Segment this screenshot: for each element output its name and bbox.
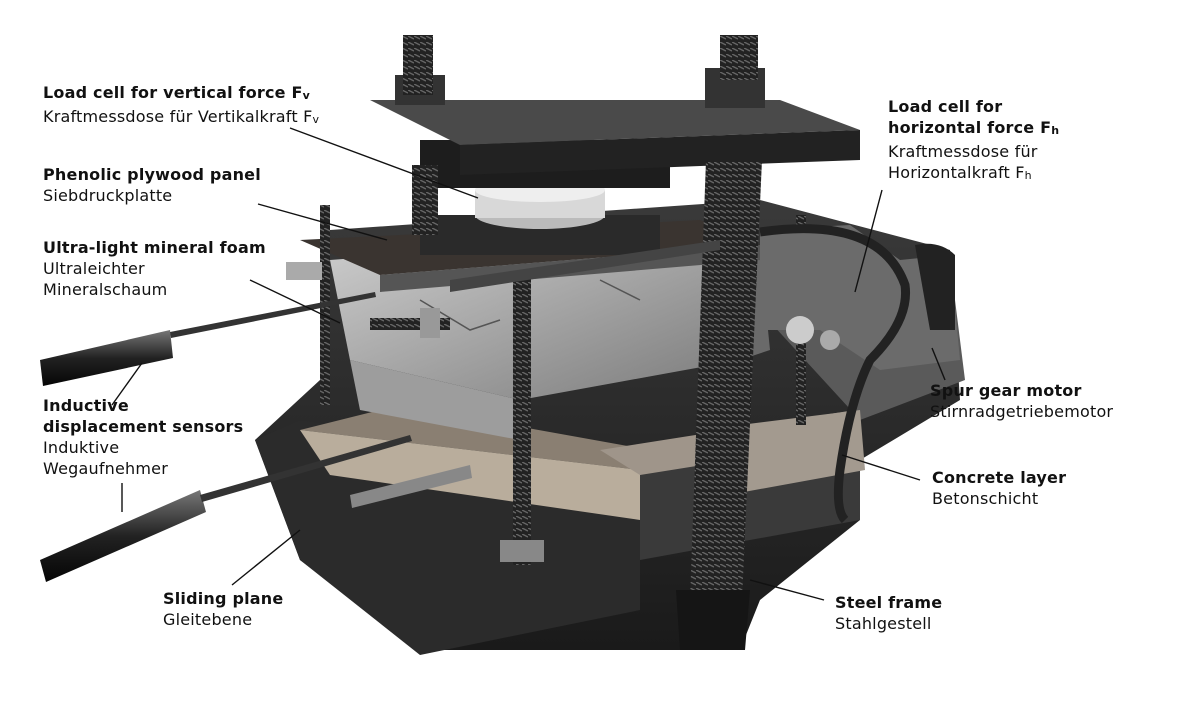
label-displacement-sensors: Inductive displacement sensors Induktive… bbox=[43, 395, 243, 479]
label-phenolic-panel: Phenolic plywood panel Siebdruckplatte bbox=[43, 164, 261, 206]
label-displacement-sensors-de-line2: Wegaufnehmer bbox=[43, 459, 168, 478]
label-phenolic-panel-de: Siebdruckplatte bbox=[43, 186, 173, 205]
label-spur-gear-motor-de: Stirnradgetriebemotor bbox=[930, 402, 1114, 421]
leader-line-steel-frame bbox=[749, 579, 825, 601]
subscript-h-en: h bbox=[1051, 124, 1060, 137]
label-mineral-foam: Ultra-light mineral foam Ultraleichter M… bbox=[43, 237, 266, 300]
label-spur-gear-motor-en: Spur gear motor bbox=[930, 381, 1082, 400]
leader-line-phenolic-panel bbox=[257, 203, 388, 241]
label-displacement-sensors-en-line1: Inductive bbox=[43, 396, 129, 415]
leader-line-concrete-layer bbox=[841, 454, 921, 481]
label-load-cell-horizontal-de-line2: Horizontalkraft F bbox=[888, 163, 1025, 182]
label-load-cell-horizontal-en-line1: Load cell for bbox=[888, 97, 1003, 116]
label-phenolic-panel-en: Phenolic plywood panel bbox=[43, 165, 261, 184]
label-displacement-sensors-en-line2: displacement sensors bbox=[43, 417, 244, 436]
label-steel-frame-en: Steel frame bbox=[835, 593, 943, 612]
label-concrete-layer-de: Betonschicht bbox=[932, 489, 1039, 508]
label-mineral-foam-de-line1: Ultraleichter bbox=[43, 259, 145, 278]
leader-line-load-cell-horizontal bbox=[854, 189, 883, 293]
motor-shape bbox=[759, 224, 960, 524]
label-concrete-layer-en: Concrete layer bbox=[932, 468, 1067, 487]
leader-line-spur-gear-motor bbox=[931, 347, 946, 381]
leader-line-load-cell-vertical bbox=[289, 127, 479, 199]
label-sliding-plane-en: Sliding plane bbox=[163, 589, 284, 608]
label-steel-frame-de: Stahlgestell bbox=[835, 614, 932, 633]
leader-line-sliding-plane bbox=[231, 529, 301, 586]
label-load-cell-vertical-en: Load cell for vertical force F bbox=[43, 83, 303, 102]
label-concrete-layer: Concrete layer Betonschicht bbox=[932, 467, 1066, 509]
subscript-v-en: v bbox=[302, 89, 310, 102]
label-sliding-plane-de: Gleitebene bbox=[163, 610, 253, 629]
label-steel-frame: Steel frame Stahlgestell bbox=[835, 592, 942, 634]
leader-line-mineral-foam bbox=[249, 279, 341, 324]
label-spur-gear-motor: Spur gear motor Stirnradgetriebemotor bbox=[930, 380, 1113, 422]
label-displacement-sensors-de-line1: Induktive bbox=[43, 438, 120, 457]
leader-line-displacement-sensors-upper bbox=[111, 362, 143, 406]
label-load-cell-vertical: Load cell for vertical force Fv Kraftmes… bbox=[43, 82, 319, 130]
label-mineral-foam-de-line2: Mineralschaum bbox=[43, 280, 168, 299]
label-load-cell-horizontal: Load cell for horizontal force Fh Kraftm… bbox=[888, 96, 1059, 186]
displacement-sensors-shape bbox=[40, 292, 412, 582]
label-sliding-plane: Sliding plane Gleitebene bbox=[163, 588, 283, 630]
label-load-cell-vertical-de: Kraftmessdose für Vertikalkraft F bbox=[43, 107, 313, 126]
horizontal-bolts bbox=[286, 240, 720, 508]
label-load-cell-horizontal-en-line2: horizontal force F bbox=[888, 118, 1052, 137]
label-mineral-foam-en: Ultra-light mineral foam bbox=[43, 238, 266, 257]
subscript-v-de: v bbox=[312, 113, 320, 126]
subscript-h-de: h bbox=[1024, 169, 1032, 182]
label-load-cell-horizontal-de-line1: Kraftmessdose für bbox=[888, 142, 1038, 161]
